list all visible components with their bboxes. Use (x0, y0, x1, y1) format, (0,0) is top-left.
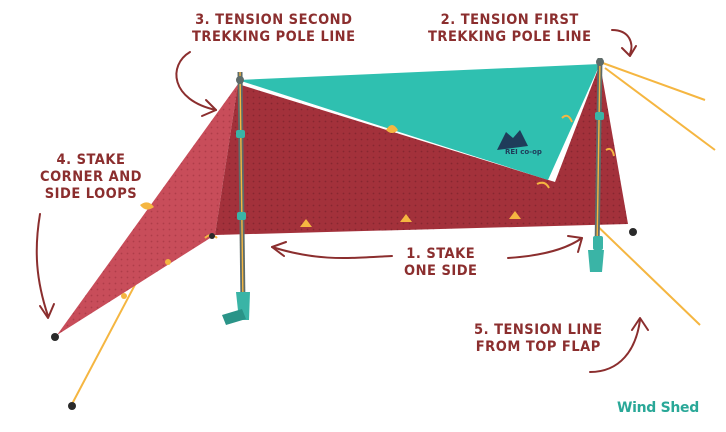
tarp-top-panel (238, 64, 600, 180)
guy-line-top-right (599, 61, 706, 101)
stake-left-pole (68, 402, 76, 410)
label-step1-line2: ONE SIDE (404, 263, 478, 279)
label-step3: 3. TENSION SECOND TREKKING POLE LINE (192, 12, 356, 46)
arrow-step3 (175, 51, 217, 111)
arrow-step1-right (507, 237, 583, 259)
pole-tip-right (596, 58, 604, 66)
stake-corner (51, 333, 59, 341)
label-step4-line1: 4. STAKE (56, 152, 126, 168)
label-step3-line2: TREKKING POLE LINE (192, 29, 356, 45)
arrow-step4 (35, 213, 49, 317)
label-step5: 5. TENSION LINE FROM TOP FLAP (474, 322, 603, 356)
label-step5-line1: 5. TENSION LINE (474, 322, 603, 338)
label-step2-line1: 2. TENSION FIRST (440, 12, 579, 28)
arrow-step2 (611, 29, 633, 55)
stake-side (209, 233, 215, 239)
trekking-pole-left (222, 71, 250, 325)
arrow-step1-left (271, 246, 393, 260)
label-step1: 1. STAKE ONE SIDE (404, 246, 477, 280)
arrowhead-step3 (201, 99, 217, 117)
wind-shed-logo: Wind Shed (617, 400, 699, 416)
arrowhead-step4 (39, 303, 55, 319)
arrow-step5 (589, 319, 641, 373)
label-step2: 2. TENSION FIRST TREKKING POLE LINE (428, 12, 592, 46)
trekking-pole-right (588, 57, 604, 272)
arrowhead-step5 (631, 317, 649, 331)
stakes (51, 228, 637, 410)
pole-tip-left (236, 76, 244, 84)
label-step5-line2: FROM TOP FLAP (475, 339, 601, 355)
label-step4-line2: CORNER AND (40, 169, 142, 185)
label-step1-line1: 1. STAKE (406, 246, 476, 262)
label-step2-line2: TREKKING POLE LINE (428, 29, 592, 45)
tarp-logo-text: REI co-op (505, 148, 542, 156)
label-step4: 4. STAKE CORNER AND SIDE LOOPS (40, 152, 142, 203)
guy-line-right (604, 67, 716, 151)
annotation-arrows (35, 29, 649, 373)
label-step3-line1: 3. TENSION SECOND (195, 12, 353, 28)
rei-tarp-logo: REI co-op (497, 130, 542, 156)
tie-loops (121, 114, 615, 299)
arrowhead-step2 (621, 45, 637, 57)
label-step4-line3: SIDE LOOPS (44, 186, 138, 202)
stake-right (629, 228, 637, 236)
